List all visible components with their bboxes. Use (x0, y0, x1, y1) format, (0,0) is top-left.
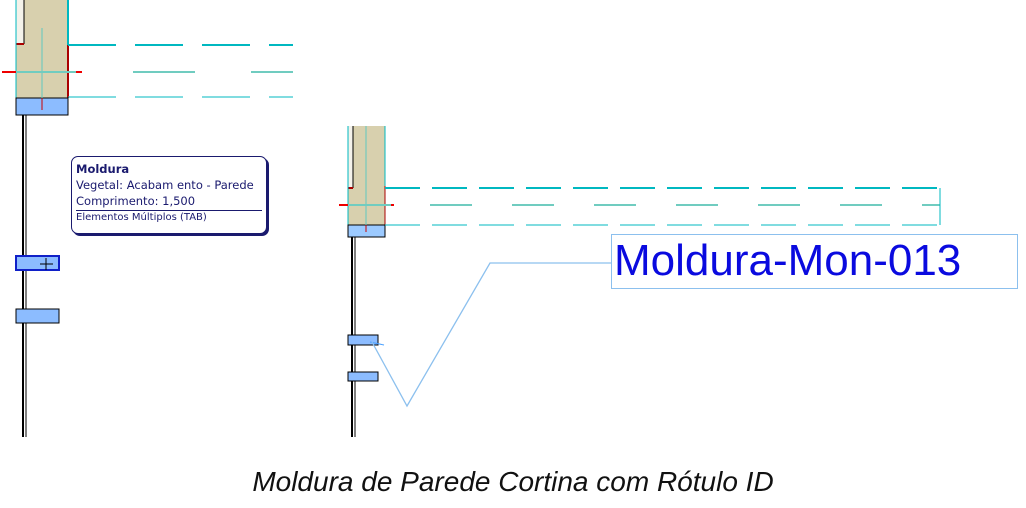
right-mullion[interactable] (347, 371, 379, 382)
tooltip-length: Comprimento: 1,500 (76, 194, 196, 208)
tooltip-footer: Elementos Múltiplos (TAB) (76, 210, 262, 225)
tooltip-title: Moldura (76, 162, 130, 176)
right-wall-section (339, 126, 941, 437)
left-mullion-selected[interactable] (15, 255, 60, 271)
figure-caption: Moldura de Parede Cortina com Rótulo ID (252, 466, 774, 497)
right-mullion-tagged[interactable] (347, 334, 379, 346)
label-leader-line (371, 262, 611, 408)
element-info-tooltip: Moldura Vegetal: Acabam ento - Parede Co… (71, 156, 267, 234)
left-mullion[interactable] (15, 308, 60, 324)
left-wall-section (2, 0, 293, 437)
id-label-tag[interactable]: Moldura-Mon-013 (611, 234, 1018, 289)
tooltip-material: Vegetal: Acabam ento - Parede (76, 178, 254, 192)
